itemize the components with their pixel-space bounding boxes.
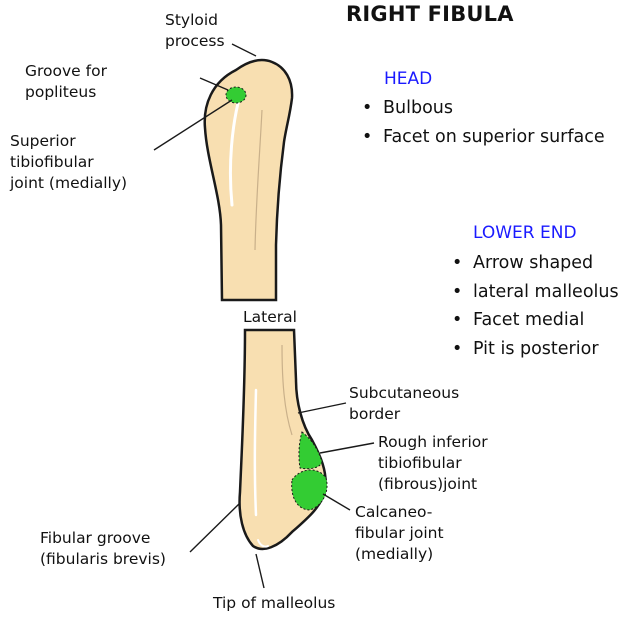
label-subcutaneous-border: Subcutaneous border [349, 383, 459, 425]
label-calcaneofibular-joint: Calcaneo- fibular joint (medially) [355, 502, 444, 565]
label-styloid-process: Styloid process [165, 10, 225, 52]
fibula-upper-bone [205, 60, 292, 300]
head-bullet-list: Bulbous Facet on superior surface [362, 94, 605, 151]
diagram-title: RIGHT FIBULA [346, 2, 514, 26]
lower-end-bullet-list: Arrow shaped lateral malleolus Facet med… [452, 249, 619, 363]
label-rough-inferior-joint: Rough inferior tibiofibular (fibrous)joi… [378, 432, 488, 495]
lower-end-bullet: Arrow shaped [452, 249, 619, 278]
lower-end-bullet: Facet medial [452, 306, 619, 335]
label-superior-tibiofibular-joint: Superior tibiofibular joint (medially) [10, 131, 127, 194]
label-tip-of-malleolus: Tip of malleolus [213, 593, 335, 614]
lower-end-heading: LOWER END [473, 223, 577, 243]
head-bullet: Bulbous [362, 94, 605, 123]
head-heading: HEAD [384, 69, 432, 89]
lower-end-bullet: lateral malleolus [452, 278, 619, 307]
label-lateral: Lateral [243, 307, 297, 328]
superior-facet [226, 87, 246, 103]
label-groove-popliteus: Groove for popliteus [25, 61, 107, 103]
head-bullet: Facet on superior surface [362, 123, 605, 152]
lower-end-bullet: Pit is posterior [452, 335, 619, 364]
label-fibular-groove: Fibular groove (fibularis brevis) [40, 528, 166, 570]
